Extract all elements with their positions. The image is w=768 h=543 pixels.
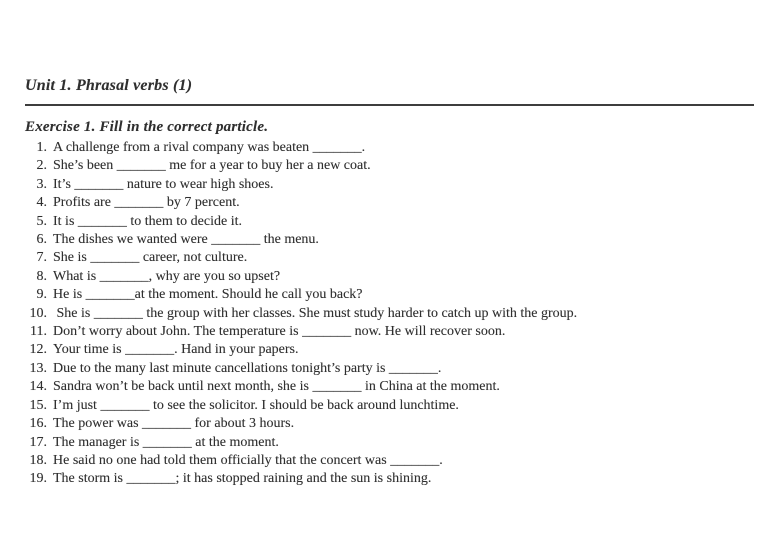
item-text: What is _______, why are you so upset? [53, 268, 281, 284]
exercise-item: 12. Your time is _______. Hand in your pa… [25, 341, 757, 359]
item-text: Sandra won’t be back until next month, s… [53, 379, 500, 395]
item-number: 15. [29, 397, 48, 413]
item-number: 11. [30, 324, 47, 340]
exercise-item-list: 1. A challenge from a rival company was b… [25, 139, 757, 489]
item-number: 5. [36, 213, 48, 229]
item-text: The power was _______ for about 3 hours. [53, 416, 295, 432]
item-text: Profits are _______ by 7 percent. [53, 195, 240, 211]
item-number: 4. [36, 195, 48, 211]
item-number: 2. [36, 158, 48, 174]
exercise-heading: Exercise 1. Fill in the correct particle… [25, 119, 269, 135]
item-number: 16. [29, 416, 48, 432]
item-number: 1. [36, 140, 48, 155]
item-number: 10. [29, 305, 48, 321]
item-number: 9. [36, 287, 48, 303]
exercise-item: 14. Sandra won’t be back until next month… [25, 378, 757, 396]
exercise-item: 7. She is _______ career, not culture. [25, 249, 757, 267]
unit-title: Unit 1. Phrasal verbs (1) [25, 77, 193, 94]
item-text: Due to the many last minute cancellation… [53, 360, 442, 376]
exercise-item: 8. What is _______, why are you so upset? [25, 268, 757, 286]
item-number: 19. [29, 471, 48, 487]
item-number: 13. [29, 360, 48, 376]
exercise-item: 10. She is _______ the group with her cl… [25, 305, 757, 323]
item-text: The dishes we wanted were _______ the me… [53, 232, 319, 248]
item-text: It’s _______ nature to wear high shoes. [53, 176, 274, 192]
item-number: 18. [29, 452, 48, 468]
exercise-item: 11. Don’t worry about John. The temperatu… [25, 323, 757, 341]
item-number: 3. [36, 176, 48, 192]
exercise-item: 17. The manager is _______ at the moment. [25, 434, 757, 452]
item-text: It is _______ to them to decide it. [53, 213, 242, 229]
exercise-item: 16. The power was _______ for about 3 hou… [25, 415, 757, 433]
item-text: Don’t worry about John. The temperature … [53, 324, 506, 340]
exercise-item: 5. It is _______ to them to decide it. [25, 213, 757, 231]
exercise-item: 9. He is _______at the moment. Should he … [25, 286, 757, 304]
item-text: He said no one had told them officially … [53, 452, 443, 468]
exercise-item: 4. Profits are _______ by 7 percent. [25, 194, 757, 212]
item-text: The manager is _______ at the moment. [53, 434, 279, 450]
item-text: Your time is _______. Hand in your paper… [53, 342, 299, 358]
horizontal-rule [25, 104, 754, 106]
exercise-item: 15. I’m just _______ to see the solicitor… [25, 397, 757, 415]
exercise-item: 13. Due to the many last minute cancellat… [25, 360, 757, 378]
item-text: A challenge from a rival company was bea… [53, 140, 366, 155]
exercise-item: 1. A challenge from a rival company was b… [25, 139, 757, 157]
item-text: The storm is _______; it has stopped rai… [53, 471, 432, 487]
item-text: He is _______at the moment. Should he ca… [53, 287, 363, 303]
exercise-item: 18. He said no one had told them official… [25, 452, 757, 470]
item-number: 7. [36, 250, 48, 266]
exercise-item: 2. She’s been _______ me for a year to bu… [25, 157, 757, 175]
item-text: She is _______ career, not culture. [53, 250, 248, 266]
exercise-item: 19. The storm is _______; it has stopped … [25, 470, 757, 488]
item-number: 8. [36, 268, 48, 284]
item-number: 17. [29, 434, 48, 450]
exercise-item: 3. It’s _______ nature to wear high shoes… [25, 176, 757, 194]
item-text: She’s been _______ me for a year to buy … [53, 158, 371, 174]
item-text: She is _______ the group with her classe… [53, 305, 578, 321]
exercise-item: 6. The dishes we wanted were _______ the … [25, 231, 757, 249]
item-number: 14. [29, 379, 48, 395]
item-number: 6. [36, 232, 48, 248]
item-text: I’m just _______ to see the solicitor. I… [53, 397, 459, 413]
item-number: 12. [29, 342, 48, 358]
